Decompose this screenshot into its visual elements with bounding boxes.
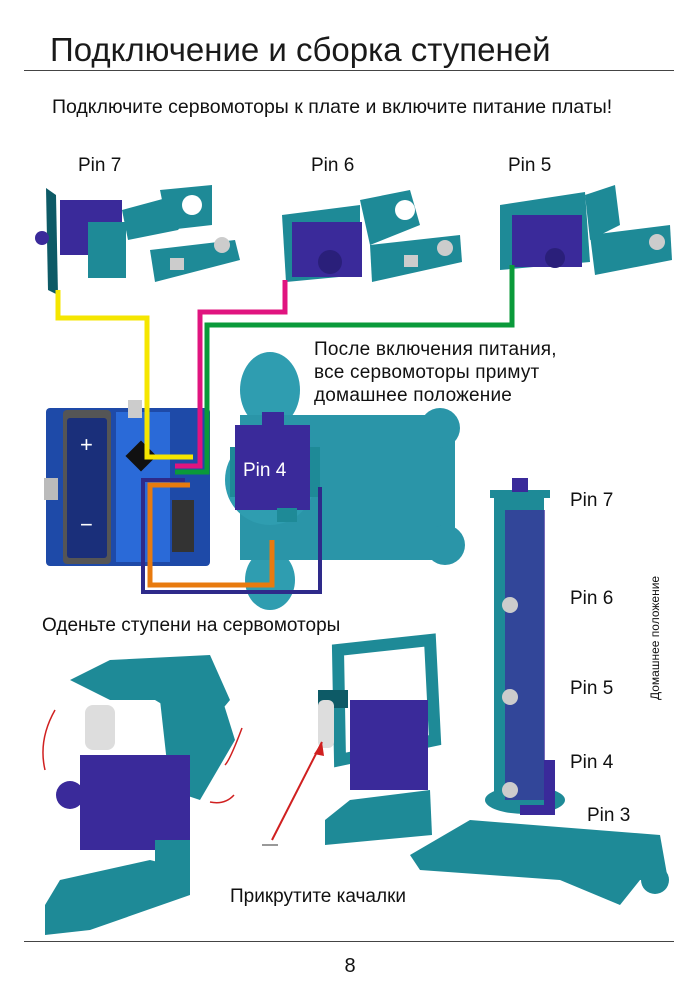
- pin7-label: Pin 7: [78, 155, 122, 176]
- instruction-connect: Подключите сервомоторы к плате и включит…: [52, 96, 613, 118]
- assembly-step1-illustration: [42, 655, 243, 935]
- stack-pin6-label: Pin 6: [570, 588, 614, 609]
- power-note-line: домашнее положение: [314, 385, 513, 406]
- stack-pin3-label: Pin 3: [587, 805, 631, 826]
- servo-pin7-illustration: [35, 185, 240, 295]
- battery-plus: +: [80, 432, 93, 457]
- power-note-line: После включения питания,: [314, 339, 557, 360]
- assembly-step2-illustration: [262, 633, 442, 846]
- servo-pin5-illustration: [500, 185, 672, 275]
- stack-pin4-label: Pin 4: [570, 752, 614, 773]
- step2-caption: Прикрутите качалки: [230, 886, 407, 907]
- footer-divider: [24, 941, 674, 942]
- page-number: 8: [344, 955, 356, 977]
- servo-pin6-illustration: [282, 190, 462, 282]
- pin6-label: Pin 6: [311, 155, 355, 176]
- step1-caption: Оденьте ступени на сервомоторы: [42, 615, 341, 636]
- battery-minus: −: [80, 512, 93, 537]
- assembled-arm-illustration: [410, 478, 669, 905]
- page-title: Подключение и сборка ступеней: [50, 31, 551, 68]
- wire-pin4-orange: [147, 482, 275, 588]
- stack-pin7-label: Pin 7: [570, 490, 614, 511]
- wire-pin4-purple: [141, 478, 322, 594]
- base-servo-illustration: [230, 412, 320, 522]
- wire-pin5: [175, 265, 515, 475]
- base-servo-label: Pin 4: [243, 460, 287, 481]
- pin5-label: Pin 5: [508, 155, 552, 176]
- wire-pin7: [55, 290, 193, 460]
- home-position-caption: Домашнее положение: [648, 575, 662, 700]
- power-note-line: все сервомоторы примут: [314, 362, 540, 383]
- power-note: После включения питания, все сервомоторы…: [314, 338, 557, 407]
- title-divider: [24, 70, 674, 71]
- stack-pin5-label: Pin 5: [570, 678, 614, 699]
- wire-pin6: [175, 280, 288, 469]
